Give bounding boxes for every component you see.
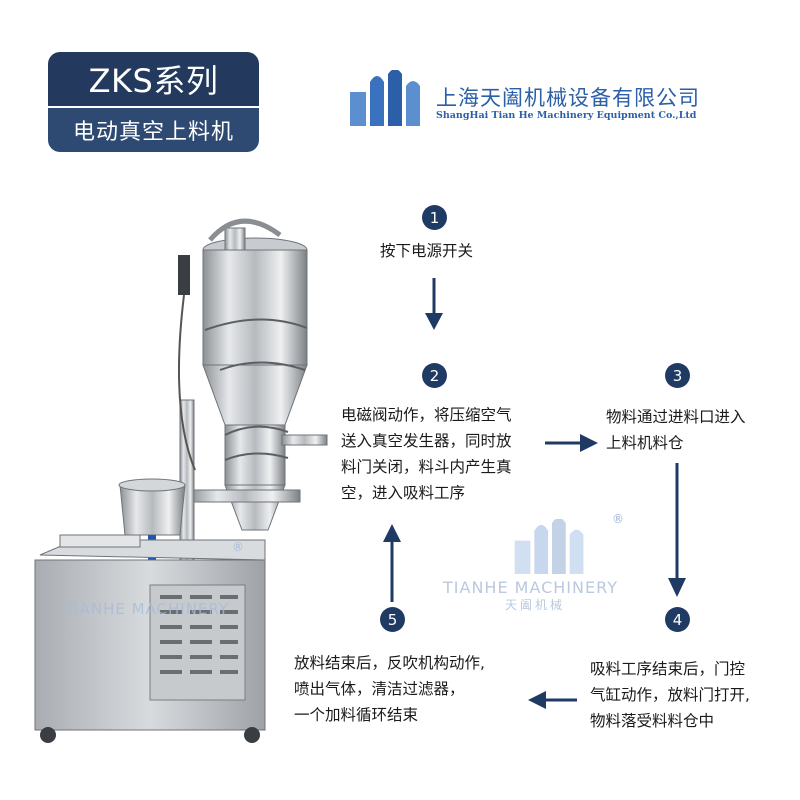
watermark-machine-registered: ® bbox=[232, 540, 244, 554]
title-badge: ZKS系列 电动真空上料机 bbox=[48, 52, 259, 152]
step-2-number: 2 bbox=[422, 363, 447, 388]
company-name-en: ShangHai Tian He Machinery Equipment Co.… bbox=[436, 110, 697, 121]
step-2-text: 电磁阀动作，将压缩空气 送入真空发生器，同时放 料门关闭，料斗内产生真 空，进入… bbox=[341, 406, 512, 502]
step-3-number: 3 bbox=[665, 363, 690, 388]
watermark-text-cn: 天阖机械 bbox=[505, 598, 566, 612]
watermark-text-en: TIANHE MACHINERY bbox=[443, 578, 618, 597]
product-title: 电动真空上料机 bbox=[48, 108, 259, 152]
watermark-machine-text: TIANHE MACHINERY bbox=[64, 600, 230, 618]
series-title: ZKS系列 bbox=[48, 52, 259, 106]
step-4-number: 4 bbox=[665, 607, 690, 632]
step-5-text: 放料结束后，反吹机构动作, 喷出气体，清洁过滤器， 一个加料循环结束 bbox=[294, 654, 485, 724]
step-3-text: 物料通过进料口进入 上料机料仓 bbox=[606, 408, 746, 452]
watermark-registered: ® bbox=[612, 512, 624, 526]
step-1-text: 按下电源开关 bbox=[380, 242, 474, 260]
vacuum-feeder-machine-image bbox=[34, 218, 328, 743]
step-4-text: 吸料工序结束后，门控 气缸动作，放料门打开, 物料落受料料仓中 bbox=[590, 660, 750, 730]
step-1-number: 1 bbox=[422, 205, 447, 230]
step-5-number: 5 bbox=[380, 607, 405, 632]
tianhe-logo-icon bbox=[350, 70, 420, 126]
watermark-logo-icon bbox=[514, 519, 584, 574]
company-name-cn: 上海天阖机械设备有限公司 bbox=[436, 86, 700, 110]
